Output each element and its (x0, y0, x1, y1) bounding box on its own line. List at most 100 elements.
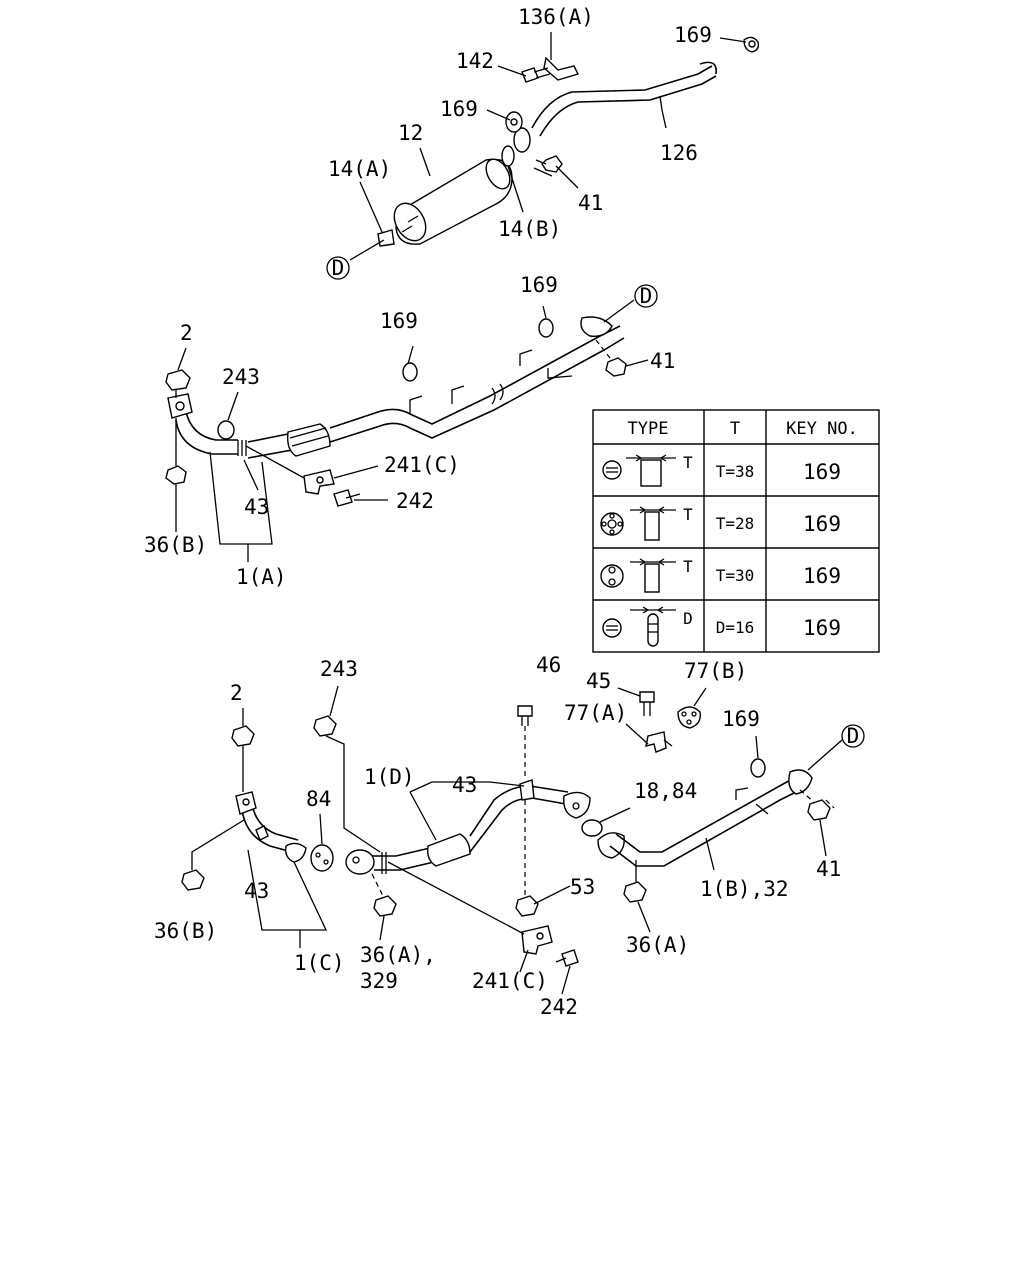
bracket-77a (645, 731, 673, 753)
callout-77b: 77(B) (684, 659, 747, 683)
nut-36a (373, 895, 397, 917)
bolt-242 (333, 489, 361, 507)
callout-36a-329: 36(A), (360, 943, 436, 967)
table-dim-letter: D (683, 609, 693, 628)
callout-169: 169 (722, 707, 760, 731)
table-dim-letter: T (683, 453, 693, 472)
callout-18-84: 18,84 (634, 779, 697, 803)
callout-46: 46 (536, 653, 561, 677)
bracket-136a (543, 56, 579, 81)
callout-41: 41 (578, 191, 603, 215)
callout-41: 41 (816, 857, 841, 881)
callout-36b: 36(B) (154, 919, 217, 943)
front-flange (167, 393, 193, 419)
callout-53: 53 (570, 875, 595, 899)
table-cell-key-no: 169 (803, 460, 841, 484)
callout-41: 41 (650, 349, 675, 373)
table-dim-letter: T (683, 505, 693, 524)
nut-53 (515, 895, 539, 917)
callout-36b: 36(B) (144, 533, 207, 557)
catalytic-converter (286, 423, 331, 457)
nut-36b (181, 869, 205, 891)
nut-2 (165, 369, 191, 391)
muffler (393, 158, 513, 245)
nut-36a (623, 881, 647, 903)
callout-43: 43 (244, 495, 269, 519)
table-dim-letter: T (683, 557, 693, 576)
callout-77a: 77(A) (564, 701, 627, 725)
table-cell-t: D=16 (716, 618, 755, 637)
hanger-type-icon (602, 606, 676, 647)
rubber-mount-169 (402, 362, 418, 382)
nut-243 (217, 420, 235, 440)
callout-36a: 36(A) (626, 933, 689, 957)
callout-169: 169 (674, 23, 712, 47)
callout-142: 142 (456, 49, 494, 73)
hanger-type-icon (602, 454, 676, 487)
downpipe-flange (284, 842, 307, 863)
callout-241c: 241(C) (472, 969, 548, 993)
front-pipe-assembly-1c-1d-1b (181, 685, 865, 995)
outlet-flange (563, 791, 591, 819)
callout-2: 2 (230, 681, 243, 705)
callout-circle-d: D (332, 256, 345, 280)
nut-41 (807, 799, 831, 821)
callout-241c: 241(C) (384, 453, 460, 477)
table-header-t: T (730, 419, 740, 439)
hanger-14a (377, 229, 395, 247)
table-cell-key-no: 169 (803, 616, 841, 640)
callout-14a: 14(A) (328, 157, 391, 181)
callout-43: 43 (452, 773, 477, 797)
table-cell-key-no: 169 (803, 564, 841, 588)
table-cell-t: T=38 (716, 462, 755, 481)
table-cell-key-no: 169 (803, 512, 841, 536)
callout-14b: 14(B) (498, 217, 561, 241)
inlet-flange-1d (345, 849, 375, 875)
bolt-142 (521, 67, 551, 83)
nut-41 (605, 357, 627, 377)
callout-243: 243 (222, 365, 260, 389)
callout-242: 242 (540, 995, 578, 1019)
callout-243: 243 (320, 657, 358, 681)
rear-flange (788, 769, 813, 795)
nut-2 (231, 725, 255, 747)
callout-169: 169 (380, 309, 418, 333)
gasket-14b (501, 145, 515, 167)
gasket-18 (581, 819, 603, 837)
bolt-45 (639, 691, 655, 716)
callout-36a-329-line2: 329 (360, 969, 398, 993)
catalytic-converter (426, 833, 471, 867)
nut-243 (313, 715, 337, 737)
rubber-mount-169 (505, 111, 523, 133)
hanger-type-icon (600, 506, 676, 541)
callout-1d: 1(D) (364, 765, 415, 789)
table-cell-t: T=28 (716, 514, 755, 533)
table-header-type: TYPE (628, 419, 669, 439)
bracket-241c (303, 469, 335, 495)
front-flange (235, 791, 257, 815)
table-header-key-no: KEY NO. (786, 419, 858, 439)
bolt-242 (555, 949, 579, 967)
callout-169: 169 (520, 273, 558, 297)
nut-41 (541, 155, 563, 173)
callout-84: 84 (306, 787, 331, 811)
callout-45: 45 (586, 669, 611, 693)
callout-2: 2 (180, 321, 193, 345)
callout-136a: 136(A) (518, 5, 594, 29)
front-pipe-assembly-1a (165, 284, 658, 562)
callout-1c: 1(C) (294, 951, 345, 975)
table-cell-t: T=30 (716, 566, 755, 585)
pipe-flange (513, 127, 531, 153)
callout-242: 242 (396, 489, 434, 513)
nut-36b (165, 465, 187, 485)
rubber-mount-169 (743, 36, 760, 53)
callout-circle-d: D (640, 284, 653, 308)
callout-169: 169 (440, 97, 478, 121)
callout-1b-32: 1(B),32 (700, 877, 789, 901)
bolt-46 (517, 705, 533, 726)
rubber-mount-77b (677, 706, 701, 729)
rubber-mount-169 (750, 758, 766, 778)
hanger-type-icon (600, 558, 676, 593)
callout-43: 43 (244, 879, 269, 903)
